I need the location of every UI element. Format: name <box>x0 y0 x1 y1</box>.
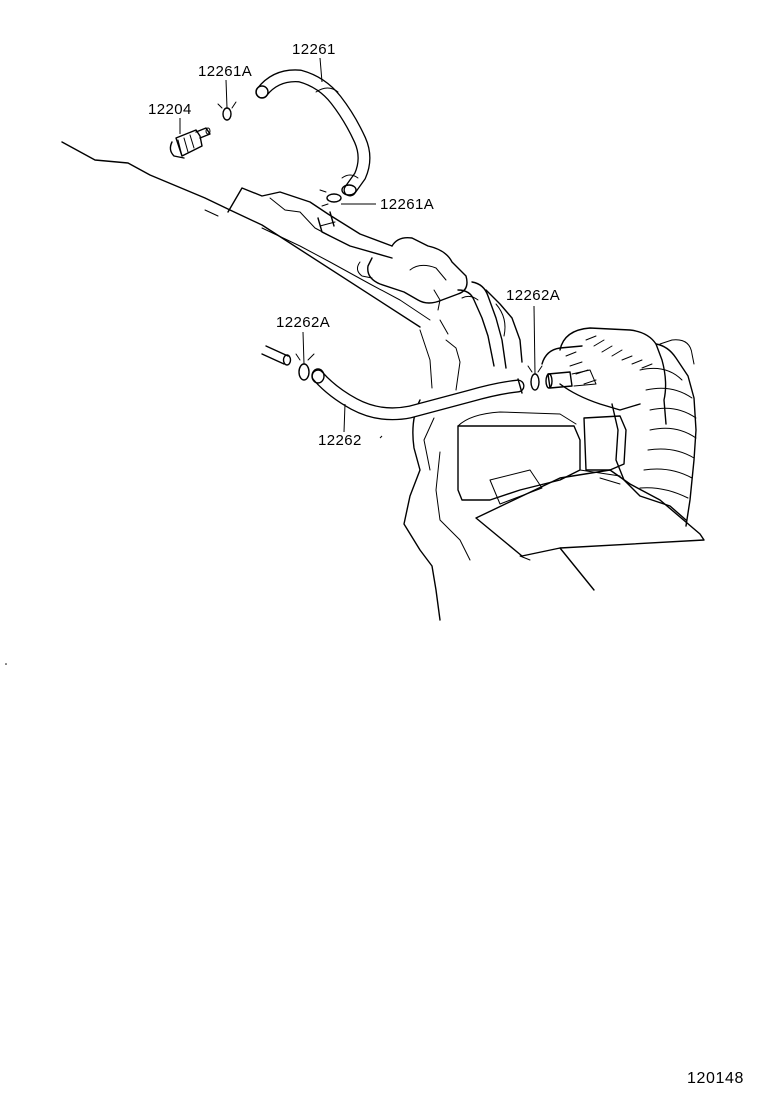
pcv-valve <box>169 127 211 159</box>
hose-clip-lower-1 <box>295 353 315 381</box>
illustration-reference-number: 120148 <box>687 1070 744 1087</box>
lower-hose <box>311 368 525 421</box>
label-clip-upper-2: 12261A <box>380 196 434 213</box>
air-intake-nipple <box>545 369 597 389</box>
label-pcv-valve: 12204 <box>148 101 192 118</box>
pipe-stub <box>261 345 292 366</box>
label-clip-lower-2: 12262A <box>506 287 560 304</box>
label-clip-upper-1: 12261A <box>198 63 252 80</box>
hose-clip-upper-2 <box>319 189 342 207</box>
label-clip-lower-1: 12262A <box>276 314 330 331</box>
upper-hose <box>255 69 371 197</box>
label-hose-upper: 12261 <box>292 41 336 58</box>
engine-outline <box>5 141 705 665</box>
leader-lines <box>179 57 536 439</box>
label-hose-lower: 12262 <box>318 432 362 449</box>
